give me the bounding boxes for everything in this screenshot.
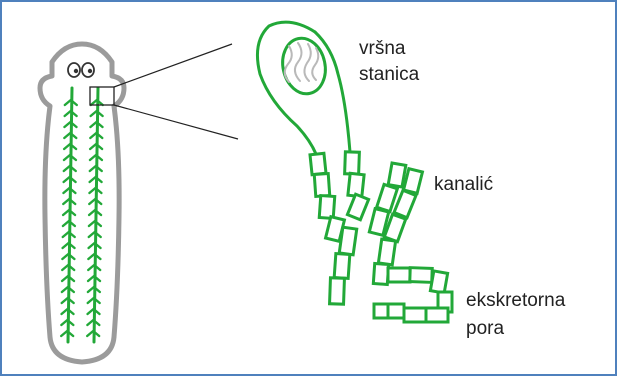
tubule-segment [388, 268, 410, 282]
tubule-segment [430, 271, 447, 293]
tubule-segment [345, 152, 360, 174]
tubule-segment [378, 239, 395, 265]
leader-line-top [114, 44, 232, 87]
tubule-segment [310, 153, 326, 174]
right-eyespot [82, 63, 94, 77]
tubule-segment [319, 196, 335, 219]
tubule-segment [404, 169, 423, 194]
magnified-protonephridium [257, 22, 452, 322]
flatworm-body [40, 44, 124, 362]
label-canal: kanalić [434, 174, 493, 196]
tubule-segment [347, 194, 368, 220]
body-outline [40, 44, 124, 362]
tubule-segment [426, 308, 448, 322]
excretory-pore [374, 304, 388, 318]
tubule-segments [310, 152, 452, 322]
tubule-segment [394, 190, 416, 217]
tubule-segment [404, 308, 426, 322]
label-canal-text: kanalić [434, 174, 493, 196]
tubule-segment [330, 278, 345, 304]
label-flame-cell-line1: vršna [359, 38, 419, 60]
tubule-segment [334, 254, 350, 279]
tubule-segment [339, 227, 356, 255]
left-eyespot [68, 63, 80, 77]
label-pore-line1: ekskretorna [466, 290, 565, 312]
tubule-segment [377, 184, 398, 211]
leader-line-bottom [114, 105, 238, 139]
label-flame-cell-line2: stanica [359, 64, 419, 86]
tubule-segment [410, 268, 432, 283]
label-excretory-pore: ekskretorna pora [466, 290, 565, 340]
label-flame-cell: vršna stanica [359, 38, 419, 86]
label-pore-line2: pora [466, 318, 565, 340]
tubule-segment [373, 264, 388, 285]
tubule-segment [314, 174, 330, 197]
tubule-segment [388, 163, 406, 187]
